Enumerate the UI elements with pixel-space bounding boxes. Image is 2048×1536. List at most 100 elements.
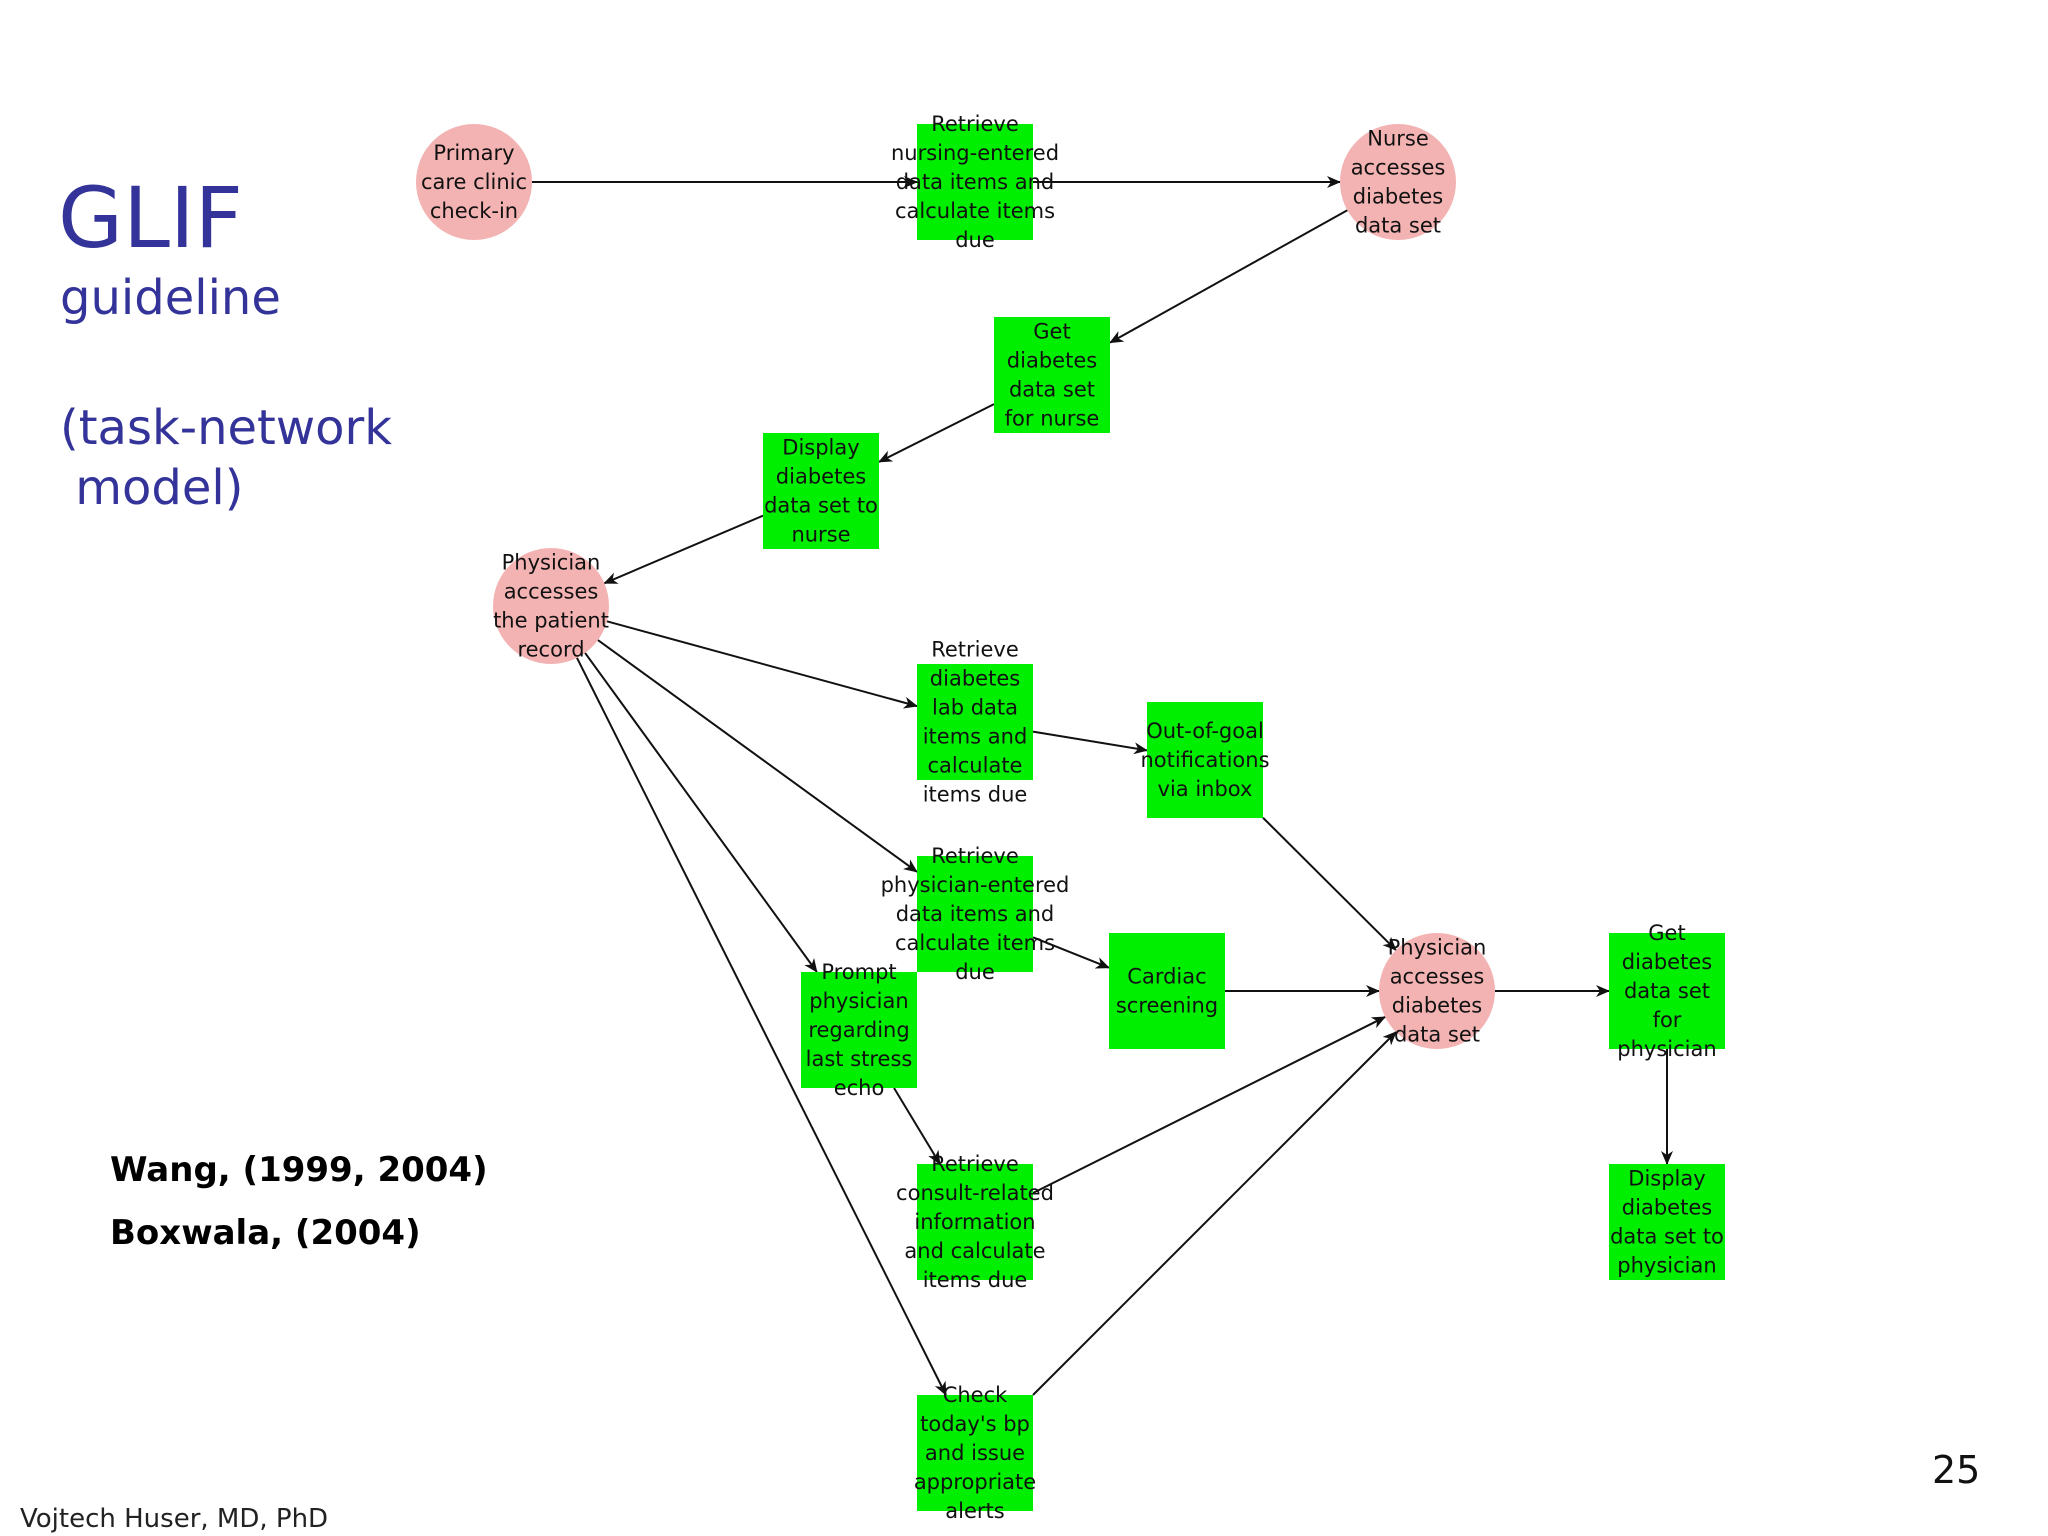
task-box <box>1609 933 1725 1049</box>
node-label-line: and calculate <box>904 1239 1045 1263</box>
node-label-line: Retrieve <box>931 844 1019 868</box>
node-label-line: items due <box>923 1268 1028 1292</box>
node-label-line: Get <box>1648 921 1685 945</box>
event-circle <box>416 124 532 240</box>
edge-n15-to-n12 <box>1032 1016 1387 1194</box>
event-node-n12: Physician accesses diabetes data set <box>1379 933 1495 1049</box>
node-label-line: Nurse <box>1367 127 1429 151</box>
node-label-line: data set <box>1624 979 1710 1003</box>
event-node-n6: Physician accesses the patient record <box>493 548 609 664</box>
model-note: (task-network model) <box>60 398 392 518</box>
task-node-n13: Get diabetes data set for physician <box>1609 921 1725 1061</box>
node-label-line: calculate items <box>895 199 1055 223</box>
node-label-line: Display <box>1628 1167 1705 1191</box>
node-label-line: diabetes <box>1622 950 1712 974</box>
footer-author: Vojtech Huser, MD, PhD <box>20 1504 329 1534</box>
task-node-n5: Display diabetes data set to nurse <box>763 433 879 549</box>
task-box <box>917 124 1033 240</box>
node-label-line: the patient <box>493 609 609 633</box>
event-node-n1: Primary care clinic check-in <box>416 124 532 240</box>
task-box <box>994 317 1110 433</box>
event-circle <box>1379 933 1495 1049</box>
node-label-line: Retrieve <box>931 638 1019 662</box>
event-circle <box>1340 124 1456 240</box>
page-number: 25 <box>1932 1448 1981 1492</box>
node-label-line: accesses <box>1390 965 1485 989</box>
node-label-line: check-in <box>430 199 518 223</box>
node-label-line: nurse <box>791 523 850 547</box>
model-note-line-2: model) <box>60 460 244 516</box>
task-box <box>1147 702 1263 818</box>
task-node-n15: Retrieve consult-related information and ca… <box>896 1152 1054 1292</box>
node-label-line: Display <box>782 436 859 460</box>
node-label-line: appropriate <box>914 1470 1036 1494</box>
node-label-line: physician <box>1617 1037 1716 1061</box>
node-label-line: Prompt <box>821 960 896 984</box>
node-label-line: physician <box>809 989 908 1013</box>
node-label-line: alerts <box>945 1499 1004 1523</box>
task-node-n4: Get diabetes data set for nurse <box>994 317 1110 433</box>
edge-n11-to-n15 <box>893 1087 941 1165</box>
node-label-line: due <box>955 228 995 252</box>
edge-n6-to-n11 <box>584 652 818 973</box>
node-label-line: data set to <box>764 494 878 518</box>
edge-n7-to-n8 <box>1032 730 1148 755</box>
node-label-line: Retrieve <box>931 112 1019 136</box>
node-label-line: data items and <box>896 902 1055 926</box>
task-box <box>917 1395 1033 1511</box>
node-label-line: due <box>955 960 995 984</box>
node-label-line: Primary <box>433 141 514 165</box>
edge-n6-to-n16 <box>576 657 947 1396</box>
reference-boxwala: Boxwala, (2004) <box>110 1213 421 1253</box>
edge-n4-to-n5 <box>878 403 995 463</box>
slide-subtitle: guideline <box>60 270 281 326</box>
node-label-line: data items and <box>896 170 1055 194</box>
node-label-line: nursing-entered <box>891 141 1059 165</box>
node-label-line: Out-of-goal <box>1146 719 1264 743</box>
slide-title: GLIF <box>58 169 243 267</box>
node-label-line: items due <box>923 783 1028 807</box>
node-label-line: today's bp <box>920 1412 1030 1436</box>
node-label-line: Physician <box>1388 936 1487 960</box>
edge-n3-to-n4 <box>1109 209 1348 344</box>
node-label-line: care clinic <box>421 170 527 194</box>
node-label-line: data set to <box>1610 1225 1724 1249</box>
node-label-line: calculate <box>928 754 1023 778</box>
edge-n5-to-n6 <box>603 514 764 585</box>
node-label-line: consult-related <box>896 1181 1054 1205</box>
node-label-line: lab data <box>932 696 1018 720</box>
node-label-line: items and <box>923 725 1028 749</box>
node-label-line: diabetes <box>776 465 866 489</box>
node-label-line: data set <box>1394 1023 1480 1047</box>
node-label-line: Get <box>1033 320 1070 344</box>
node-label-line: diabetes <box>1622 1196 1712 1220</box>
task-box <box>1609 1164 1725 1280</box>
task-box <box>917 1164 1033 1280</box>
node-label-line: information <box>914 1210 1035 1234</box>
node-label-line: accesses <box>504 580 599 604</box>
node-label-line: echo <box>834 1076 885 1100</box>
node-label-line: diabetes <box>1007 349 1097 373</box>
node-label-line: Check <box>943 1383 1008 1407</box>
node-label-line: accesses <box>1351 156 1446 180</box>
node-label-line: diabetes <box>1392 994 1482 1018</box>
reference-wang: Wang, (1999, 2004) <box>110 1150 488 1190</box>
node-label-line: for nurse <box>1005 407 1100 431</box>
edge-n8-to-n12 <box>1262 817 1397 951</box>
node-label-line: via inbox <box>1158 777 1253 801</box>
node-label-line: screening <box>1116 994 1218 1018</box>
node-label-line: calculate items <box>895 931 1055 955</box>
node-label-line: data set <box>1009 378 1095 402</box>
node-label-line: Retrieve <box>931 1152 1019 1176</box>
node-label-line: record <box>517 638 584 662</box>
node-label-line: Physician <box>502 551 601 575</box>
diagram-edges <box>532 176 1673 1396</box>
node-label-line: data set <box>1355 214 1441 238</box>
node-label-line: for <box>1653 1008 1682 1032</box>
